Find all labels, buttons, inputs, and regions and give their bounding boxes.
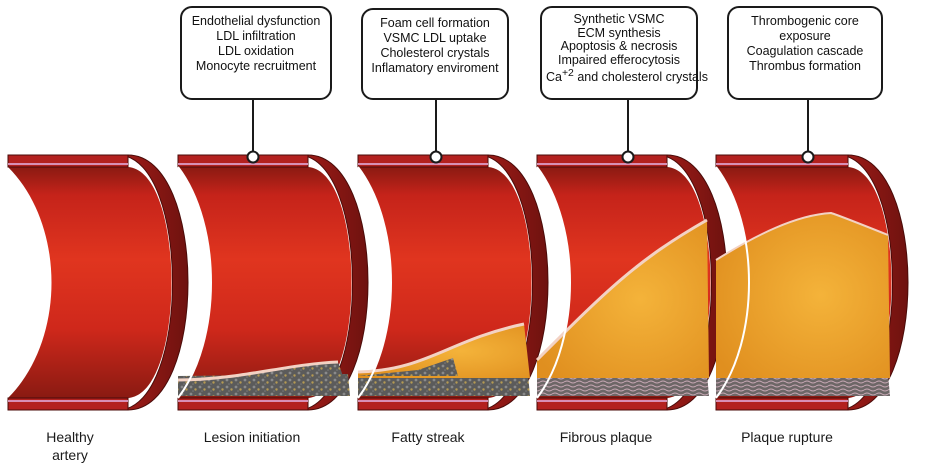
stage-label-line: Plaque rupture bbox=[707, 428, 867, 446]
callout-line: Thrombogenic core bbox=[733, 14, 877, 29]
vessel-wall-top bbox=[716, 155, 848, 167]
vessel-segment-4 bbox=[537, 155, 727, 410]
vessel-wall-bottom bbox=[178, 398, 308, 410]
callout-line: Ca+2 and cholesterol crystals bbox=[546, 67, 692, 85]
callout-line: Foam cell formation bbox=[367, 16, 503, 31]
stage-label-5: Plaque rupture bbox=[707, 428, 867, 446]
vessel-lumen bbox=[8, 167, 172, 398]
callout-line: Impaired efferocytosis bbox=[546, 54, 692, 68]
vessel-segment-2 bbox=[178, 155, 368, 410]
callout-line: Thrombus formation bbox=[733, 59, 877, 74]
vessel-wall-bottom bbox=[8, 398, 128, 410]
vessel-wall-bottom bbox=[358, 398, 488, 410]
callout-line: LDL infiltration bbox=[186, 29, 326, 44]
callout-line: exposure bbox=[733, 29, 877, 44]
callout-line: Monocyte recruitment bbox=[186, 59, 326, 74]
vessel-segment-3 bbox=[358, 155, 548, 410]
stage-label-4: Fibrous plaque bbox=[526, 428, 686, 446]
vessel-wall-top bbox=[178, 155, 308, 167]
stage-label-line: Fibrous plaque bbox=[526, 428, 686, 446]
callout-line: Coagulation cascade bbox=[733, 44, 877, 59]
vessel-wall-bottom bbox=[716, 398, 848, 410]
stage-label-line: Healthy bbox=[0, 428, 150, 446]
callout-line: Endothelial dysfunction bbox=[186, 14, 326, 29]
callout-line: Inflamatory enviroment bbox=[367, 61, 503, 76]
stage-label-line: artery bbox=[0, 446, 150, 464]
vessel-wall-top bbox=[537, 155, 667, 167]
calcium-superscript: +2 bbox=[562, 68, 574, 79]
callout-line: VSMC LDL uptake bbox=[367, 31, 503, 46]
vessel-segment-1 bbox=[8, 155, 188, 410]
callout-line: Synthetic VSMC bbox=[546, 13, 692, 27]
connector-marker-3 bbox=[623, 152, 634, 163]
vessel-segment-5 bbox=[716, 155, 908, 410]
callout-line: ECM synthesis bbox=[546, 27, 692, 41]
stage-label-line: Fatty streak bbox=[348, 428, 508, 446]
connector-marker-4 bbox=[803, 152, 814, 163]
vessel-wall-top bbox=[8, 155, 128, 167]
vessel-wall-bottom bbox=[537, 398, 667, 410]
callout-line: Apoptosis & necrosis bbox=[546, 40, 692, 54]
callout-line: LDL oxidation bbox=[186, 44, 326, 59]
stage-label-line: Lesion initiation bbox=[172, 428, 332, 446]
stage-label-2: Lesion initiation bbox=[172, 428, 332, 446]
connector-marker-1 bbox=[248, 152, 259, 163]
callout-line: Cholesterol crystals bbox=[367, 46, 503, 61]
connector-marker-2 bbox=[431, 152, 442, 163]
vessel-wall-top bbox=[358, 155, 488, 167]
lipid-core bbox=[716, 213, 890, 378]
stage-label-3: Fatty streak bbox=[348, 428, 508, 446]
